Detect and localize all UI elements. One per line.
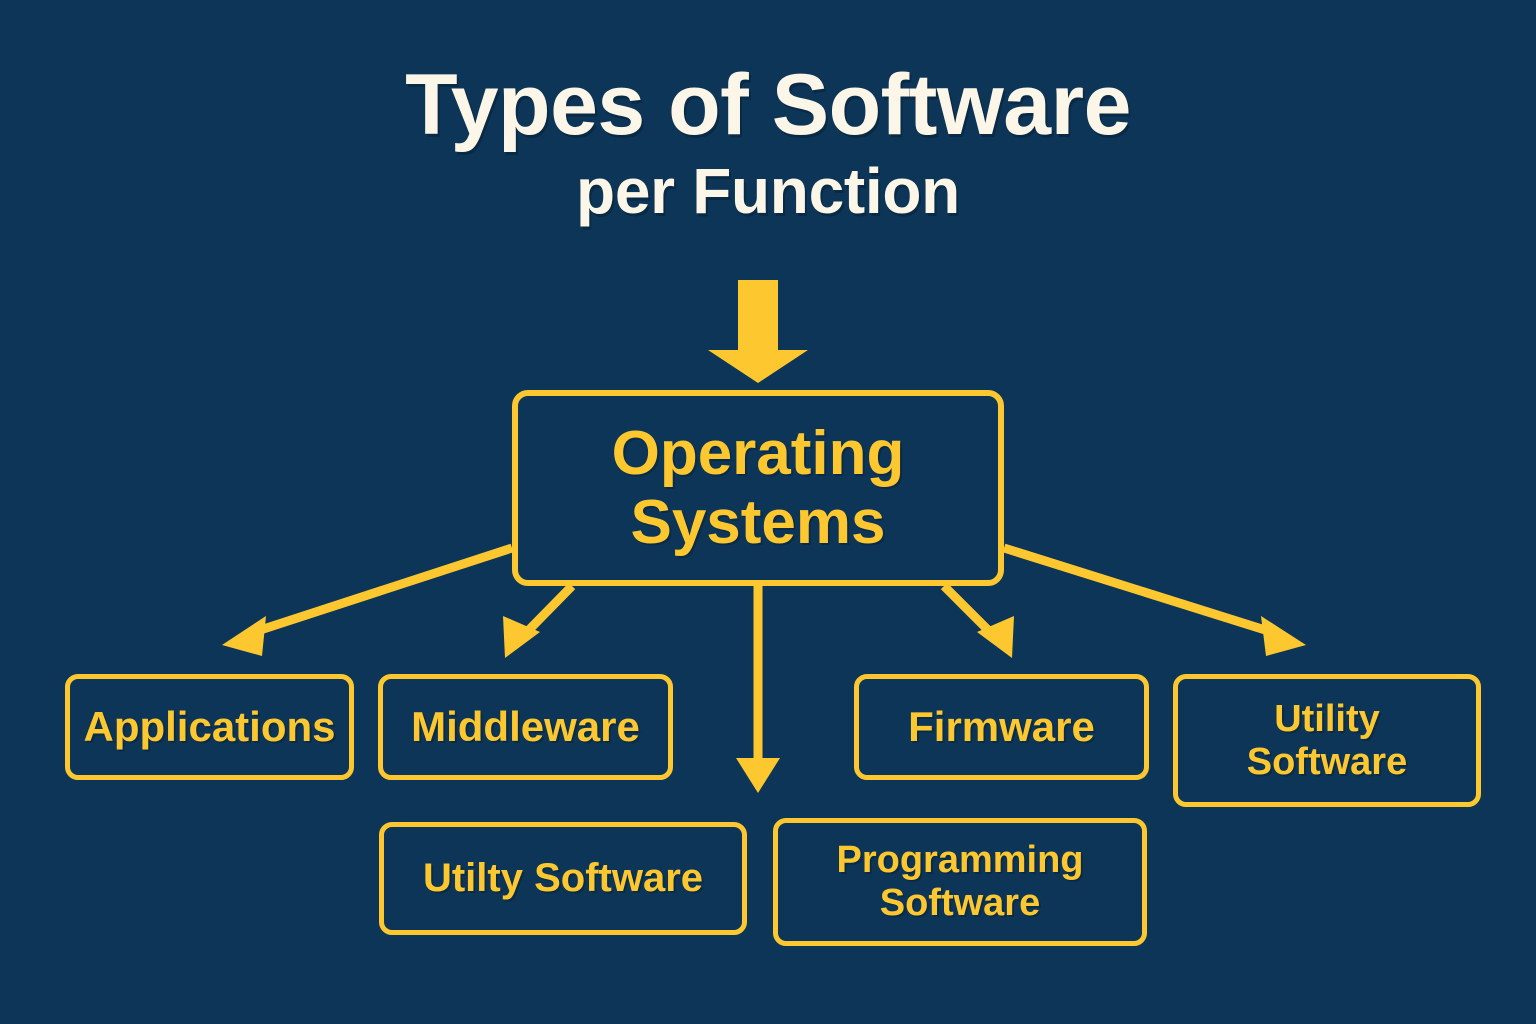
node-operating-systems[interactable]: Operating Systems bbox=[512, 390, 1004, 586]
node-utilty-software[interactable]: Utilty Software bbox=[379, 822, 747, 935]
node-applications[interactable]: Applications bbox=[65, 674, 354, 780]
intro-arrow-icon bbox=[708, 280, 808, 383]
arrow-middleware-icon bbox=[503, 582, 576, 658]
arrow-programming-software-icon bbox=[736, 586, 780, 793]
node-firmware[interactable]: Firmware bbox=[854, 674, 1149, 780]
arrow-utility-software-icon bbox=[1002, 543, 1306, 656]
node-utility-software-right[interactable]: Utility Software bbox=[1173, 674, 1481, 807]
node-programming-software[interactable]: Programming Software bbox=[773, 818, 1147, 946]
arrow-firmware-icon bbox=[940, 582, 1014, 658]
arrow-applications-icon bbox=[222, 543, 514, 656]
node-middleware[interactable]: Middleware bbox=[378, 674, 673, 780]
